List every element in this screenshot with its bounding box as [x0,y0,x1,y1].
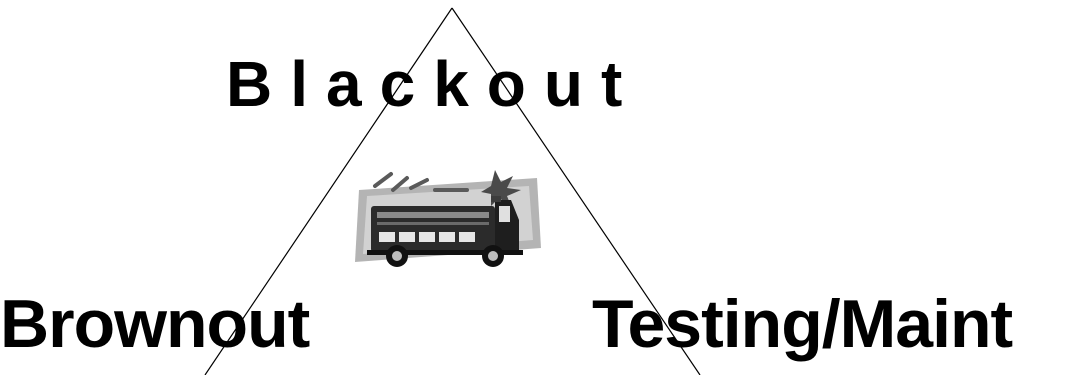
blackout-label: Blackout [226,52,640,116]
brownout-label: Brownout [0,290,309,358]
fire-truck-icon [345,166,545,278]
testing-maint-label: Testing/Maint [592,290,1012,358]
